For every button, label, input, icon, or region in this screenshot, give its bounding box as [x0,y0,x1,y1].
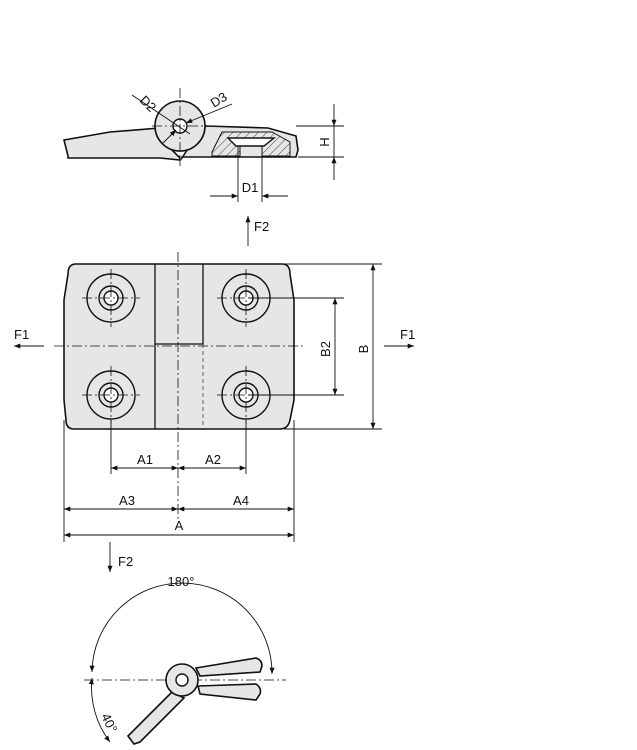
rotation-pin-hole [175,673,189,687]
d3-label: D3 [208,89,230,111]
a3-label: A3 [119,493,135,508]
rotation-view: 180° 40° [84,574,286,745]
hinge-plate [63,263,295,430]
b-label: B [356,345,371,354]
mounting-hole-top-left [82,269,140,327]
angle-40-label: 40° [98,711,120,735]
a2-label: A2 [205,452,221,467]
front-view: F2 F1 F1 B2 [14,216,415,572]
f2-top-label: F2 [254,219,269,234]
d2-leader [131,94,191,135]
rotation-40-arc [88,677,111,743]
countersink [226,137,276,147]
f2-bottom-label: F2 [118,554,133,569]
f1-right-label: F1 [400,327,415,342]
b2-label: B2 [318,341,333,357]
d3-leader [185,103,233,124]
rotation-180-arc [89,582,275,675]
a4-label: A4 [233,493,249,508]
side-view: D2 D3 H D1 [63,88,344,202]
open-leaf-upper [194,657,263,677]
angle-180-label: 180° [168,574,195,589]
a1-label: A1 [137,452,153,467]
h-label: H [317,137,332,146]
open-leaf-lower [196,683,262,701]
mounting-hole-bottom-left [82,366,140,424]
d3-inner-arrow [161,129,177,145]
f1-left-label: F1 [14,327,29,342]
rotated-leaf [126,691,186,745]
a-label: A [175,518,184,533]
d1-label: D1 [242,180,259,195]
knuckle-joint-upper [154,264,204,345]
